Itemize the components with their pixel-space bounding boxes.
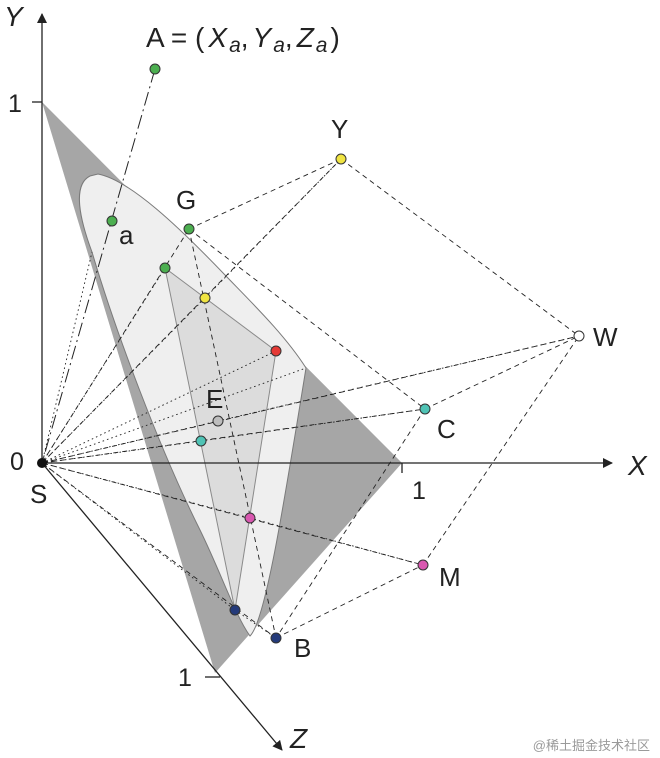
y-tick-label: 1 — [8, 90, 22, 118]
point-A — [149, 63, 161, 75]
point-m-chroma — [244, 512, 256, 524]
point-S — [37, 458, 47, 468]
watermark: @稀土掘金技术社区 — [533, 738, 650, 753]
point-E — [212, 415, 224, 427]
point-b-chroma — [229, 604, 241, 616]
label-G: G — [176, 185, 196, 215]
label-S: S — [30, 479, 47, 509]
label-W: W — [593, 322, 618, 352]
point-Y — [335, 153, 347, 165]
label-M: M — [439, 562, 461, 592]
y-axis-label: Y — [4, 1, 25, 32]
label-C: C — [437, 414, 456, 444]
z-axis — [41, 462, 283, 751]
point-G — [183, 223, 195, 235]
projection-lines — [200, 158, 580, 639]
point-C — [419, 403, 431, 415]
label-a: a — [119, 220, 134, 250]
origin-label: 0 — [10, 448, 24, 476]
a-projection-line — [41, 68, 156, 464]
point-B — [270, 632, 282, 644]
point-y-chroma — [199, 292, 211, 304]
point-M — [417, 559, 429, 571]
point-W — [573, 330, 585, 342]
cube-edges — [188, 158, 580, 639]
point-c-chroma — [195, 435, 207, 447]
label-Y: Y — [331, 114, 348, 144]
point-A-equation: A = (Xa,Ya,Za) — [146, 22, 340, 57]
label-B: B — [294, 633, 311, 663]
x-tick-label: 1 — [412, 477, 426, 505]
z-axis-label: Z — [289, 723, 308, 754]
label-E: E — [206, 384, 223, 414]
point-g-chroma — [159, 262, 171, 274]
z-tick-label: 1 — [178, 664, 192, 692]
point-a — [106, 215, 118, 227]
x-axis-label: X — [627, 450, 648, 481]
point-red-chroma — [270, 345, 282, 357]
